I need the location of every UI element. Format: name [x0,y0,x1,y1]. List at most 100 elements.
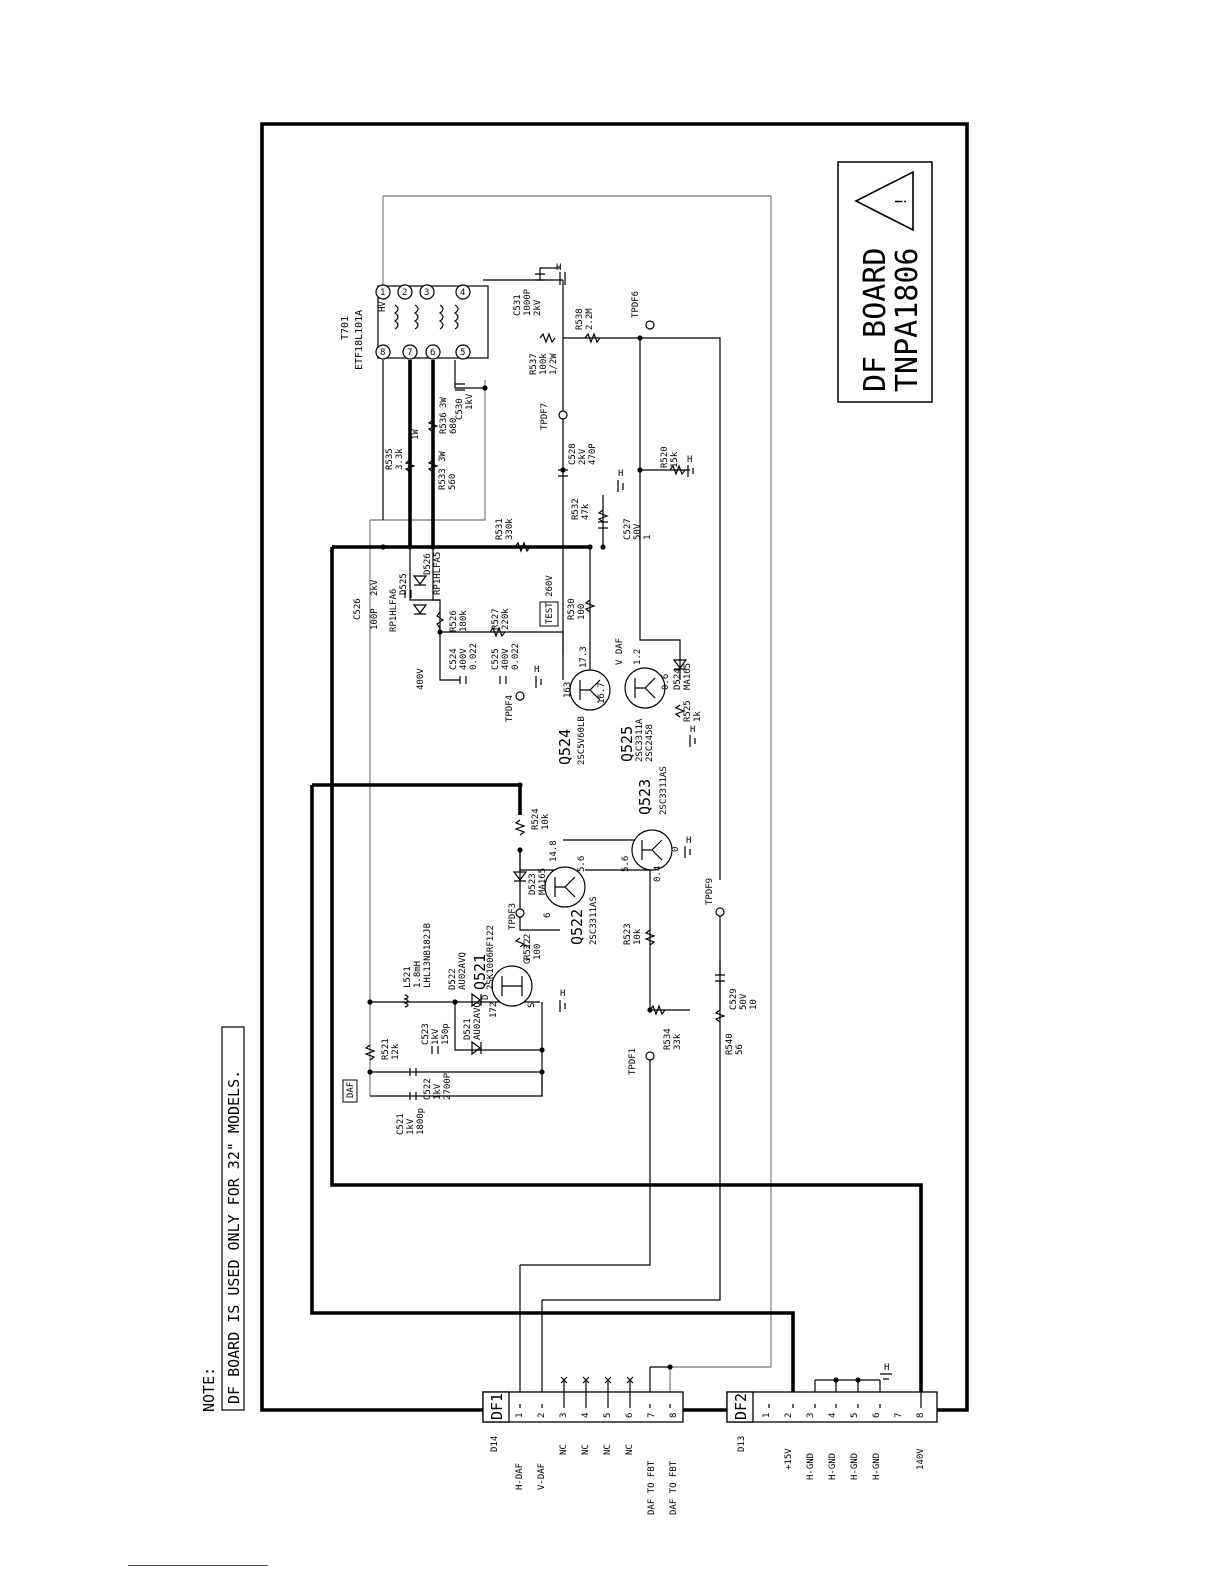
ground-label: H [556,263,561,273]
r537-val: 100k [539,353,549,375]
c529-v: 50V [739,993,749,1010]
tpdf7-label: TPDF7 [540,403,550,430]
ground-icon: H [534,665,542,688]
r520-ref: R520 [660,446,670,468]
t701-pin6: 6 [430,348,435,358]
c530-ref: C530 [455,398,465,420]
df1-pin1-no: 1 [515,1413,525,1418]
hv-test-label: TEST 260V [545,575,555,624]
c524-ref: C524 [449,648,459,670]
c525-val: 0.022 [511,643,521,670]
r525-val: 1k [693,711,703,722]
junction-dots [367,335,861,1383]
df1-pin7-no: 7 [647,1413,657,1418]
t701-pin1: 1 [380,288,385,298]
hv-test-box [539,601,559,627]
ground-label: H [686,836,691,846]
r534-val: 33k [673,1033,683,1050]
warning-mark: ! [892,197,910,206]
ground-label: H [534,665,539,675]
r537-power: 1/2W [549,353,559,375]
r523-ref: R523 [623,923,633,945]
q525-vdaf: V DAF [615,638,625,665]
q521-source: S [527,1003,537,1008]
c521-val: 1800p [416,1108,426,1135]
q523-ref: Q523 [636,779,654,815]
l521-ref: L521 [403,966,413,988]
c529-ref: C529 [729,988,739,1010]
r537-ref: R537 [529,353,539,375]
df2-body [726,1391,938,1423]
df1-name: DF1 [488,1393,506,1420]
r531-val: 330k [505,518,515,540]
r531-ref: R531 [495,518,505,540]
wires [370,267,881,1404]
c529-val: 10 [749,999,759,1010]
df2-pin3-label: H-GND [806,1453,816,1480]
ground-label: H [884,1363,889,1373]
q524-part: 2SC5V60LB [577,716,587,765]
daf-box [342,1079,358,1103]
r525-ref: R525 [683,700,693,722]
c526-v: 2kV [370,579,380,596]
r530-val: 100 [577,604,587,620]
c522-v: 1kV [433,1083,443,1100]
r538-val: 2.2M [585,308,595,330]
ground-icon: H [556,263,566,285]
df2-pin5-no: 5 [850,1413,860,1418]
r533-val: 560 [448,474,458,490]
ground-label: H [687,455,692,465]
v400-label: 400V [416,668,426,690]
tpdf3-label: TPDF3 [508,903,518,930]
c526-val: 100P [370,608,380,630]
t701-pin3: 3 [424,288,429,298]
ground-label: H [690,725,695,735]
d523-ref: D523 [528,873,538,895]
title-block: DF BOARD TNPA1806 ! [837,161,933,403]
r527-ref: R527 [491,608,501,630]
q521-drain: D [481,995,491,1000]
d524-ref: D524 [673,668,683,690]
q523-v2: 0.4 [653,866,663,882]
d521-part: AU02AVQ [473,1002,483,1040]
transistor-q521: Q521 2SK1006RF122 G D S 3.2 172 [471,925,537,1018]
c531-v: 2kV [533,299,543,316]
r535-ref: R535 [385,448,395,470]
r524-ref: R524 [531,808,541,830]
footer-link-underline[interactable] [128,1565,268,1566]
t701-pin8: 8 [380,348,385,358]
r521-ref: R521 [381,1038,391,1060]
c523-val: 150p [441,1023,451,1045]
df1-pin8-no: 8 [669,1413,679,1418]
r524-val: 10k [541,813,551,830]
capacitors: C521 1kV 1800p C522 1kV 2700P C523 1kV 1… [353,273,759,1135]
q525-part2: 2SC2458 [645,724,655,762]
t701-pin7: 7 [407,348,412,358]
q524-v1: 17.3 [579,646,589,668]
df1-pin6-label: NC [625,1444,635,1455]
hv-label: HV [378,301,388,312]
df1-pin3-no: 3 [559,1413,569,1418]
c531-ref: C531 [513,294,523,316]
c527-ref: C527 [623,518,633,540]
c527-v: 50V [633,523,643,540]
q524-ref: Q524 [556,729,574,765]
transistor-q525: Q525 2SC3311A 2SC2458 1.2 0.6 V DAF [615,638,671,762]
c531-val: 1000P [523,288,533,316]
r532-val: 47k [581,503,591,520]
t701-part: ETF18L101A [354,310,365,370]
note-box [221,1026,245,1411]
board-part-number: TNPA1806 [890,248,925,393]
q521-part: 2SK1006RF122 [486,925,496,990]
r536-power: 3W [439,397,449,408]
c524-v: 400V [459,648,469,670]
df2-pin5-label: H-GND [850,1453,860,1480]
c525-ref: C525 [491,648,501,670]
r522-ref: R522 [523,938,533,960]
t701-pin5: 5 [460,348,465,358]
df1-body [482,1391,684,1423]
q522-v2: 5.6 [577,856,587,872]
q522-v3: 6 [543,913,553,918]
tpdf6-label: TPDF6 [631,291,641,318]
d525-part: RP1HLFA6 [389,589,399,632]
